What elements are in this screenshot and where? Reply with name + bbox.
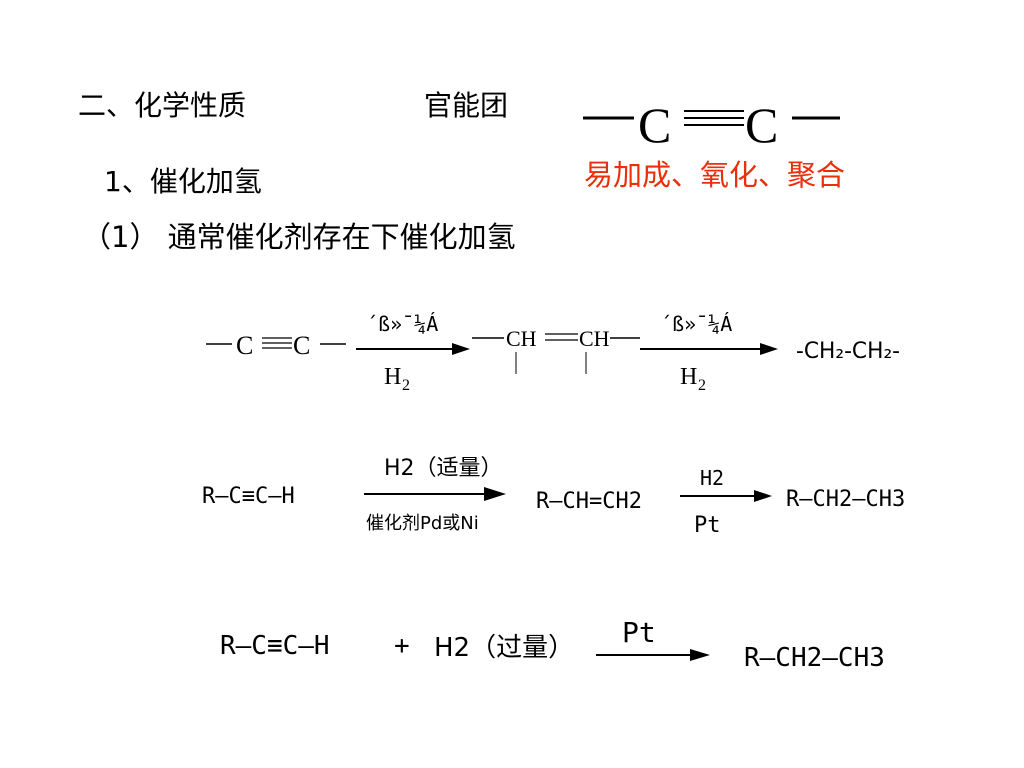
svg-text:C: C <box>745 97 778 153</box>
reaction-3-plus: + <box>394 631 410 661</box>
reaction-2-step1-catalyst: 催化剂Pd或Ni <box>366 513 479 534</box>
reaction-1: C C ´ß»¯¼Á H 2 CH CH ´ß»¯¼Á H 2 -CH₂-CH₂… <box>206 312 900 394</box>
reaction-2-reactant: R—C≡C—H <box>202 484 295 509</box>
reaction-1-step2-catalyst: ´ß»¯¼Á <box>660 312 732 336</box>
reaction-1-step2-reagent: H <box>680 364 697 390</box>
reaction-2-intermediate: R—CH=CH2 <box>536 489 642 514</box>
alkyne-functional-group: C C <box>583 97 840 153</box>
section-title: 二、化学性质 <box>78 89 247 122</box>
reaction-3-reactant: R—C≡C—H <box>220 631 330 661</box>
reaction-3-catalyst: Pt <box>622 616 656 649</box>
subsection-title: 1、催化加氢 <box>104 165 262 198</box>
reaction-1-product: -CH₂-CH₂- <box>796 339 900 364</box>
reaction-2-product: R—CH2—CH3 <box>786 487 905 512</box>
reaction-3: R—C≡C—H + H2（过量） Pt R—CH2—CH3 <box>220 616 885 673</box>
svg-text:2: 2 <box>402 377 410 394</box>
functional-group-label: 官能团 <box>424 89 509 122</box>
reaction-1-intermediate: CH <box>506 326 537 351</box>
reaction-1-step1-reagent: H <box>384 364 401 390</box>
svg-text:C: C <box>293 331 310 360</box>
properties-note: 易加成、氧化、聚合 <box>584 158 846 192</box>
reaction-2-step2-reagent: H2 <box>700 466 724 490</box>
reaction-2-step1-reagent: H2（适量） <box>384 456 503 481</box>
reaction-3-product: R—CH2—CH3 <box>744 643 885 673</box>
svg-text:C: C <box>638 97 671 153</box>
reaction-1-step1-catalyst: ´ß»¯¼Á <box>366 312 438 336</box>
svg-text:2: 2 <box>698 377 706 394</box>
reaction-2-step2-catalyst: Pt <box>694 513 721 538</box>
reaction-1-reactant: C <box>236 331 253 360</box>
item-title: （1） 通常催化剂存在下催化加氢 <box>82 220 516 254</box>
svg-text:CH: CH <box>579 326 610 351</box>
reaction-3-reagent: H2（过量） <box>434 633 574 663</box>
reaction-2: R—C≡C—H H2（适量） 催化剂Pd或Ni R—CH=CH2 H2 Pt R… <box>202 456 905 538</box>
